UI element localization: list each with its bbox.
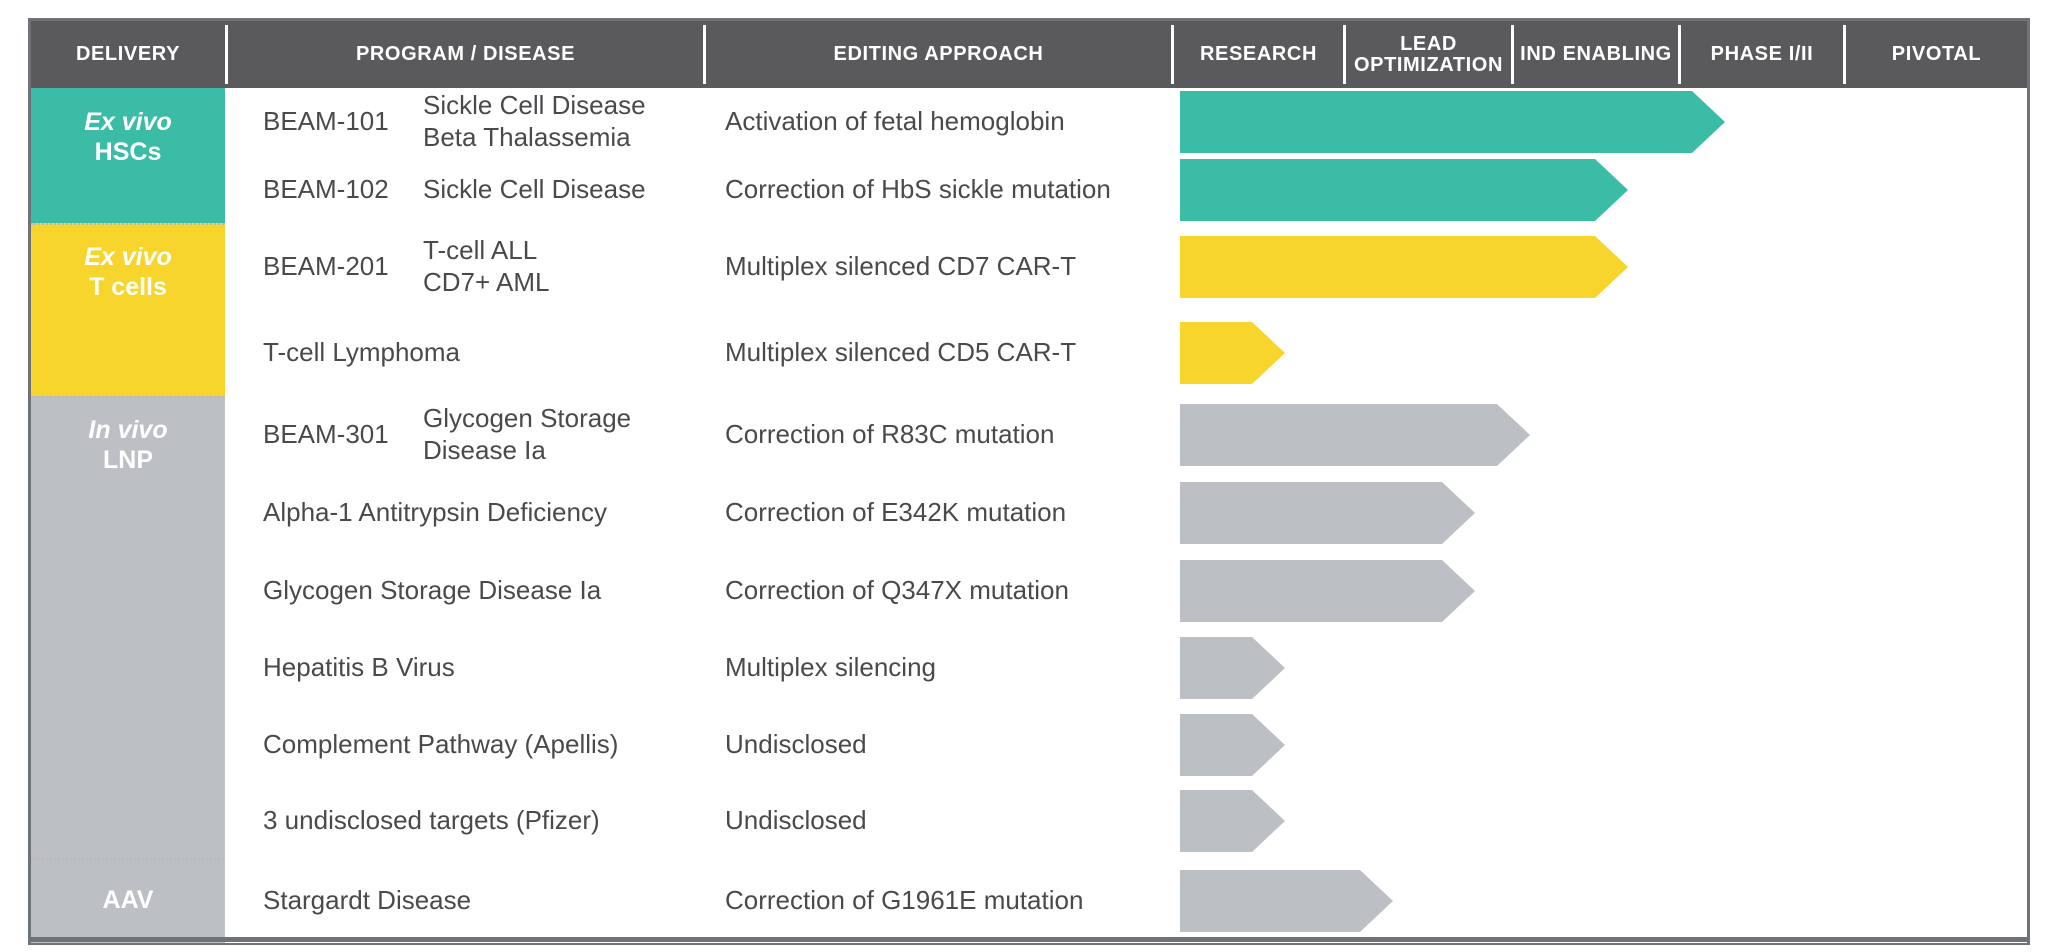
progress-arrow-icon xyxy=(1180,235,1628,298)
header-cell-delivery: DELIVERY xyxy=(75,43,181,66)
progress-arrow-beam-301 xyxy=(1180,404,1530,466)
header-cell-program-disease: PROGRAM / DISEASE xyxy=(355,43,576,66)
progress-arrow-beam-201 xyxy=(1180,235,1628,298)
progress-arrow-icon xyxy=(1180,158,1628,221)
table-row: Hepatitis B Virus Multiplex silencing xyxy=(225,629,2027,706)
cell-editing-approach: Multiplex silenced CD7 CAR-T xyxy=(725,250,1077,281)
delivery-group-label-line1: Ex vivo xyxy=(84,243,172,271)
delivery-group-aav: AAV xyxy=(31,858,225,943)
cell-editing-approach: Correction of E342K mutation xyxy=(725,497,1067,528)
table-row: BEAM-102 Sickle Cell Disease Correction … xyxy=(225,156,2027,223)
cell-editing-approach: Undisclosed xyxy=(725,728,867,759)
progress-arrow-glycogen-storage-q347x xyxy=(1180,559,1475,622)
cell-disease: T-cell Lymphoma xyxy=(263,337,460,368)
progress-arrow-icon xyxy=(1180,789,1285,852)
table-row: BEAM-201 T-cell ALL CD7+ AML Multiplex s… xyxy=(225,223,2027,310)
table-row: Alpha-1 Antitrypsin Deficiency Correctio… xyxy=(225,474,2027,552)
table-row: Glycogen Storage Disease Ia Correction o… xyxy=(225,552,2027,629)
progress-arrow-alpha-1-antitrypsin xyxy=(1180,482,1475,544)
table-header-row: DELIVERY PROGRAM / DISEASE EDITING APPRO… xyxy=(31,21,2027,88)
cell-program: BEAM-201 xyxy=(263,250,389,281)
cell-editing-approach: Correction of G1961E mutation xyxy=(725,884,1084,915)
header-divider-6 xyxy=(1678,25,1681,84)
progress-arrow-complement-pathway xyxy=(1180,713,1285,776)
progress-arrow-icon xyxy=(1180,869,1393,932)
cell-disease: Hepatitis B Virus xyxy=(263,651,455,682)
cell-disease: Complement Pathway (Apellis) xyxy=(263,728,619,759)
progress-arrow-hepatitis-b xyxy=(1180,636,1285,699)
header-divider-7 xyxy=(1843,25,1846,84)
header-divider-1 xyxy=(225,25,228,84)
cell-disease: Glycogen Storage Disease Ia xyxy=(263,574,602,605)
delivery-group-label-line2: LNP xyxy=(103,445,153,474)
cell-editing-approach: Multiplex silenced CD5 CAR-T xyxy=(725,337,1077,368)
header-cell-phase-i-ii: PHASE I/II xyxy=(1710,43,1814,66)
progress-arrow-icon xyxy=(1180,482,1475,544)
cell-editing-approach: Correction of R83C mutation xyxy=(725,419,1055,450)
cell-editing-approach: Undisclosed xyxy=(725,804,867,835)
progress-arrow-icon xyxy=(1180,713,1285,776)
cell-editing-approach: Correction of Q347X mutation xyxy=(725,574,1069,605)
cell-program: BEAM-102 xyxy=(263,173,389,204)
header-cell-pivotal: PIVOTAL xyxy=(1891,43,1982,66)
progress-arrow-stargardt xyxy=(1180,869,1393,932)
table-row: 3 undisclosed targets (Pfizer) Undisclos… xyxy=(225,783,2027,858)
header-divider-2 xyxy=(703,25,706,84)
delivery-group-ex-vivo-t-cells: Ex vivo T cells xyxy=(31,223,225,396)
cell-editing-approach: Activation of fetal hemoglobin xyxy=(725,106,1065,137)
header-cell-lead-optimization: LEAD OPTIMIZATION xyxy=(1353,32,1504,76)
cell-disease: Stargardt Disease xyxy=(263,884,472,915)
progress-arrow-icon xyxy=(1180,559,1475,622)
progress-arrow-beam-101 xyxy=(1180,91,1725,153)
table-row: Complement Pathway (Apellis) Undisclosed xyxy=(225,706,2027,783)
header-cell-editing-approach: EDITING APPROACH xyxy=(833,43,1044,66)
pipeline-table-frame: DELIVERY PROGRAM / DISEASE EDITING APPRO… xyxy=(28,18,2030,945)
header-divider-4 xyxy=(1343,25,1346,84)
cell-program: BEAM-301 xyxy=(263,419,389,450)
header-cell-research: RESEARCH xyxy=(1199,43,1318,66)
cell-editing-approach: Correction of HbS sickle mutation xyxy=(725,173,1111,204)
delivery-group-label-line2: T cells xyxy=(89,272,167,301)
progress-arrow-icon xyxy=(1180,322,1285,384)
progress-arrow-t-cell-lymphoma xyxy=(1180,322,1285,384)
cell-disease: 3 undisclosed targets (Pfizer) xyxy=(263,804,600,835)
table-row: BEAM-301 Glycogen Storage Disease Ia Cor… xyxy=(225,396,2027,474)
cell-program: BEAM-101 xyxy=(263,106,389,137)
cell-disease: Alpha-1 Antitrypsin Deficiency xyxy=(263,497,607,528)
table-bottom-border xyxy=(31,937,2027,942)
progress-arrow-icon xyxy=(1180,91,1725,153)
delivery-group-label-line1: In vivo xyxy=(88,416,168,444)
cell-disease: Sickle Cell Disease Beta Thalassemia xyxy=(423,90,646,152)
cell-editing-approach: Multiplex silencing xyxy=(725,651,936,682)
progress-arrow-undisclosed-pfizer xyxy=(1180,789,1285,852)
cell-disease: T-cell ALL CD7+ AML xyxy=(423,234,550,297)
table-row: BEAM-101 Sickle Cell Disease Beta Thalas… xyxy=(225,88,2027,156)
progress-arrow-icon xyxy=(1180,636,1285,699)
delivery-group-in-vivo-lnp: In vivo LNP xyxy=(31,396,225,858)
table-row: T-cell Lymphoma Multiplex silenced CD5 C… xyxy=(225,310,2027,396)
progress-arrow-icon xyxy=(1180,404,1530,466)
delivery-group-ex-vivo-hscs: Ex vivo HSCs xyxy=(31,88,225,223)
cell-disease: Sickle Cell Disease xyxy=(423,173,646,204)
progress-arrow-beam-102 xyxy=(1180,158,1628,221)
delivery-group-label-line1: Ex vivo xyxy=(84,108,172,136)
header-cell-ind-enabling: IND ENABLING xyxy=(1520,43,1672,66)
cell-disease: Glycogen Storage Disease Ia xyxy=(423,403,632,465)
header-divider-5 xyxy=(1511,25,1514,84)
delivery-group-label-line2: HSCs xyxy=(94,137,162,166)
delivery-group-label-line2: AAV xyxy=(102,885,154,914)
table-row: Stargardt Disease Correction of G1961E m… xyxy=(225,858,2027,943)
header-divider-3 xyxy=(1171,25,1174,84)
